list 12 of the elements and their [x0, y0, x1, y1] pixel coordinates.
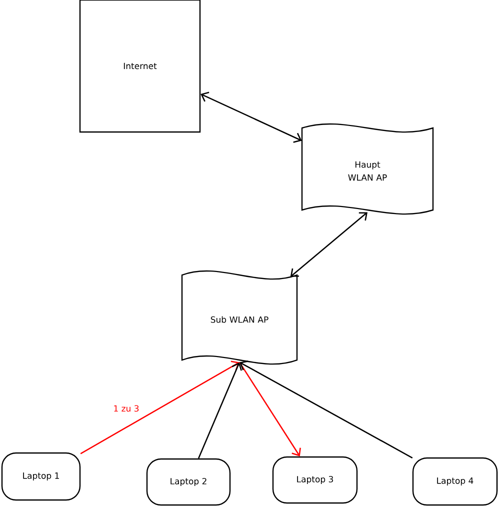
arrow: [290, 212, 368, 277]
internet-box: Internet: [79, 0, 201, 133]
laptop-node: Laptop 2: [146, 458, 231, 506]
arrow: [200, 92, 302, 143]
laptop-node: Laptop 4: [412, 457, 498, 506]
laptop-node: Laptop 1: [1, 452, 81, 501]
arrow: [80, 360, 240, 454]
laptop-node: Laptop 3: [272, 456, 358, 504]
arrow: [240, 360, 413, 458]
arrow: [238, 362, 301, 456]
edge-label: 1 zu 3: [112, 404, 141, 414]
arrow: [198, 362, 242, 459]
